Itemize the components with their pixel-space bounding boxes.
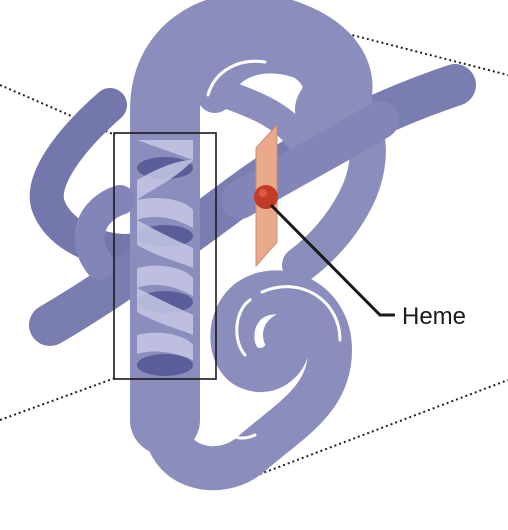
helix-highlight-box <box>113 132 217 380</box>
alpha-helix <box>137 140 193 376</box>
iron-sphere-icon <box>254 185 278 209</box>
heme-label: Heme <box>402 303 466 330</box>
heme-group <box>254 123 278 268</box>
heme-leader-line <box>269 203 395 317</box>
